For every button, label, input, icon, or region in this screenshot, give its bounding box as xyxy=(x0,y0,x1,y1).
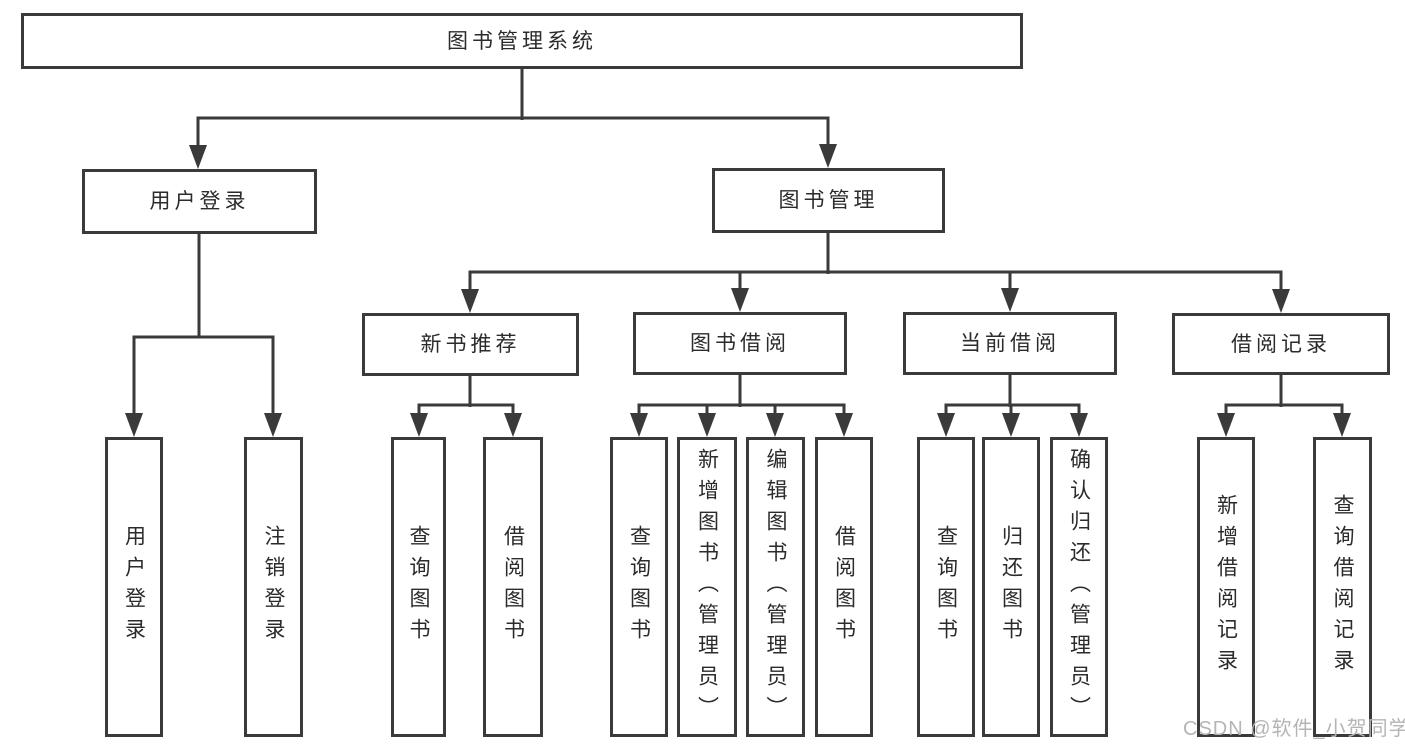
leaf-borrow-book-recommend: 借阅图书 xyxy=(483,437,543,737)
leaf-add-borrow-record: 新增借阅记录 xyxy=(1197,437,1255,737)
leaf-return-book: 归还图书 xyxy=(982,437,1040,737)
leaf-user-login: 用户登录 xyxy=(105,437,163,737)
arrow-to-leaf-cur-return xyxy=(1002,413,1020,437)
connector-root-bar xyxy=(196,116,830,150)
connector-login-bar xyxy=(132,335,275,418)
arrow-to-book-mgmt xyxy=(819,144,837,168)
arrow-to-leaf-rcd-add xyxy=(1217,413,1235,437)
node-library-system: 图书管理系统 xyxy=(21,13,1023,69)
arrow-to-leaf-bor-query xyxy=(630,413,648,437)
arrow-to-borrow-records xyxy=(1272,289,1290,313)
arrow-to-book-borrow xyxy=(731,288,749,312)
watermark: CSDN @软件_小贺同学 xyxy=(1183,718,1405,740)
leaf-query-book-current: 查询图书 xyxy=(917,437,975,737)
node-new-book-recommend: 新书推荐 xyxy=(362,313,579,376)
leaf-query-book-borrow: 查询图书 xyxy=(610,437,668,737)
arrow-to-leaf-bor-add xyxy=(698,413,716,437)
arrow-to-user-login xyxy=(189,145,207,169)
arrow-to-leaf-rec-query xyxy=(410,413,428,437)
arrow-to-leaf-rcd-query xyxy=(1333,413,1351,437)
arrow-to-leaf-logout xyxy=(264,413,282,437)
node-book-management: 图书管理 xyxy=(712,168,945,233)
arrow-to-leaf-bor-edit xyxy=(766,413,784,437)
leaf-query-book-recommend: 查询图书 xyxy=(391,437,446,737)
connector-records-bar xyxy=(1224,403,1344,418)
node-book-borrow: 图书借阅 xyxy=(633,312,847,375)
node-current-borrow: 当前借阅 xyxy=(903,312,1117,375)
leaf-query-borrow-record: 查询借阅记录 xyxy=(1313,437,1372,737)
arrow-to-new-rec xyxy=(461,289,479,313)
leaf-add-book-admin: 新增图书（管理员） xyxy=(677,437,737,737)
arrow-to-leaf-user-login xyxy=(125,413,143,437)
arrow-to-leaf-bor-borrow xyxy=(835,413,853,437)
connector-mgmt-bar xyxy=(468,270,1283,294)
leaf-confirm-return-admin: 确认归还（管理员） xyxy=(1050,437,1108,737)
leaf-edit-book-admin: 编辑图书（管理员） xyxy=(746,437,805,737)
connector-borrow-bar xyxy=(637,403,846,418)
arrow-to-leaf-cur-confirm xyxy=(1070,413,1088,437)
leaf-borrow-book-borrow: 借阅图书 xyxy=(815,437,873,737)
leaf-logout: 注销登录 xyxy=(244,437,303,737)
arrow-to-leaf-rec-borrow xyxy=(504,413,522,437)
connector-rec-bar xyxy=(417,403,515,418)
arrowheads xyxy=(125,144,1351,437)
arrow-to-current-borrow xyxy=(1001,288,1019,312)
arrow-to-leaf-cur-query xyxy=(937,413,955,437)
node-user-login: 用户登录 xyxy=(82,169,317,234)
node-borrow-records: 借阅记录 xyxy=(1172,313,1390,375)
